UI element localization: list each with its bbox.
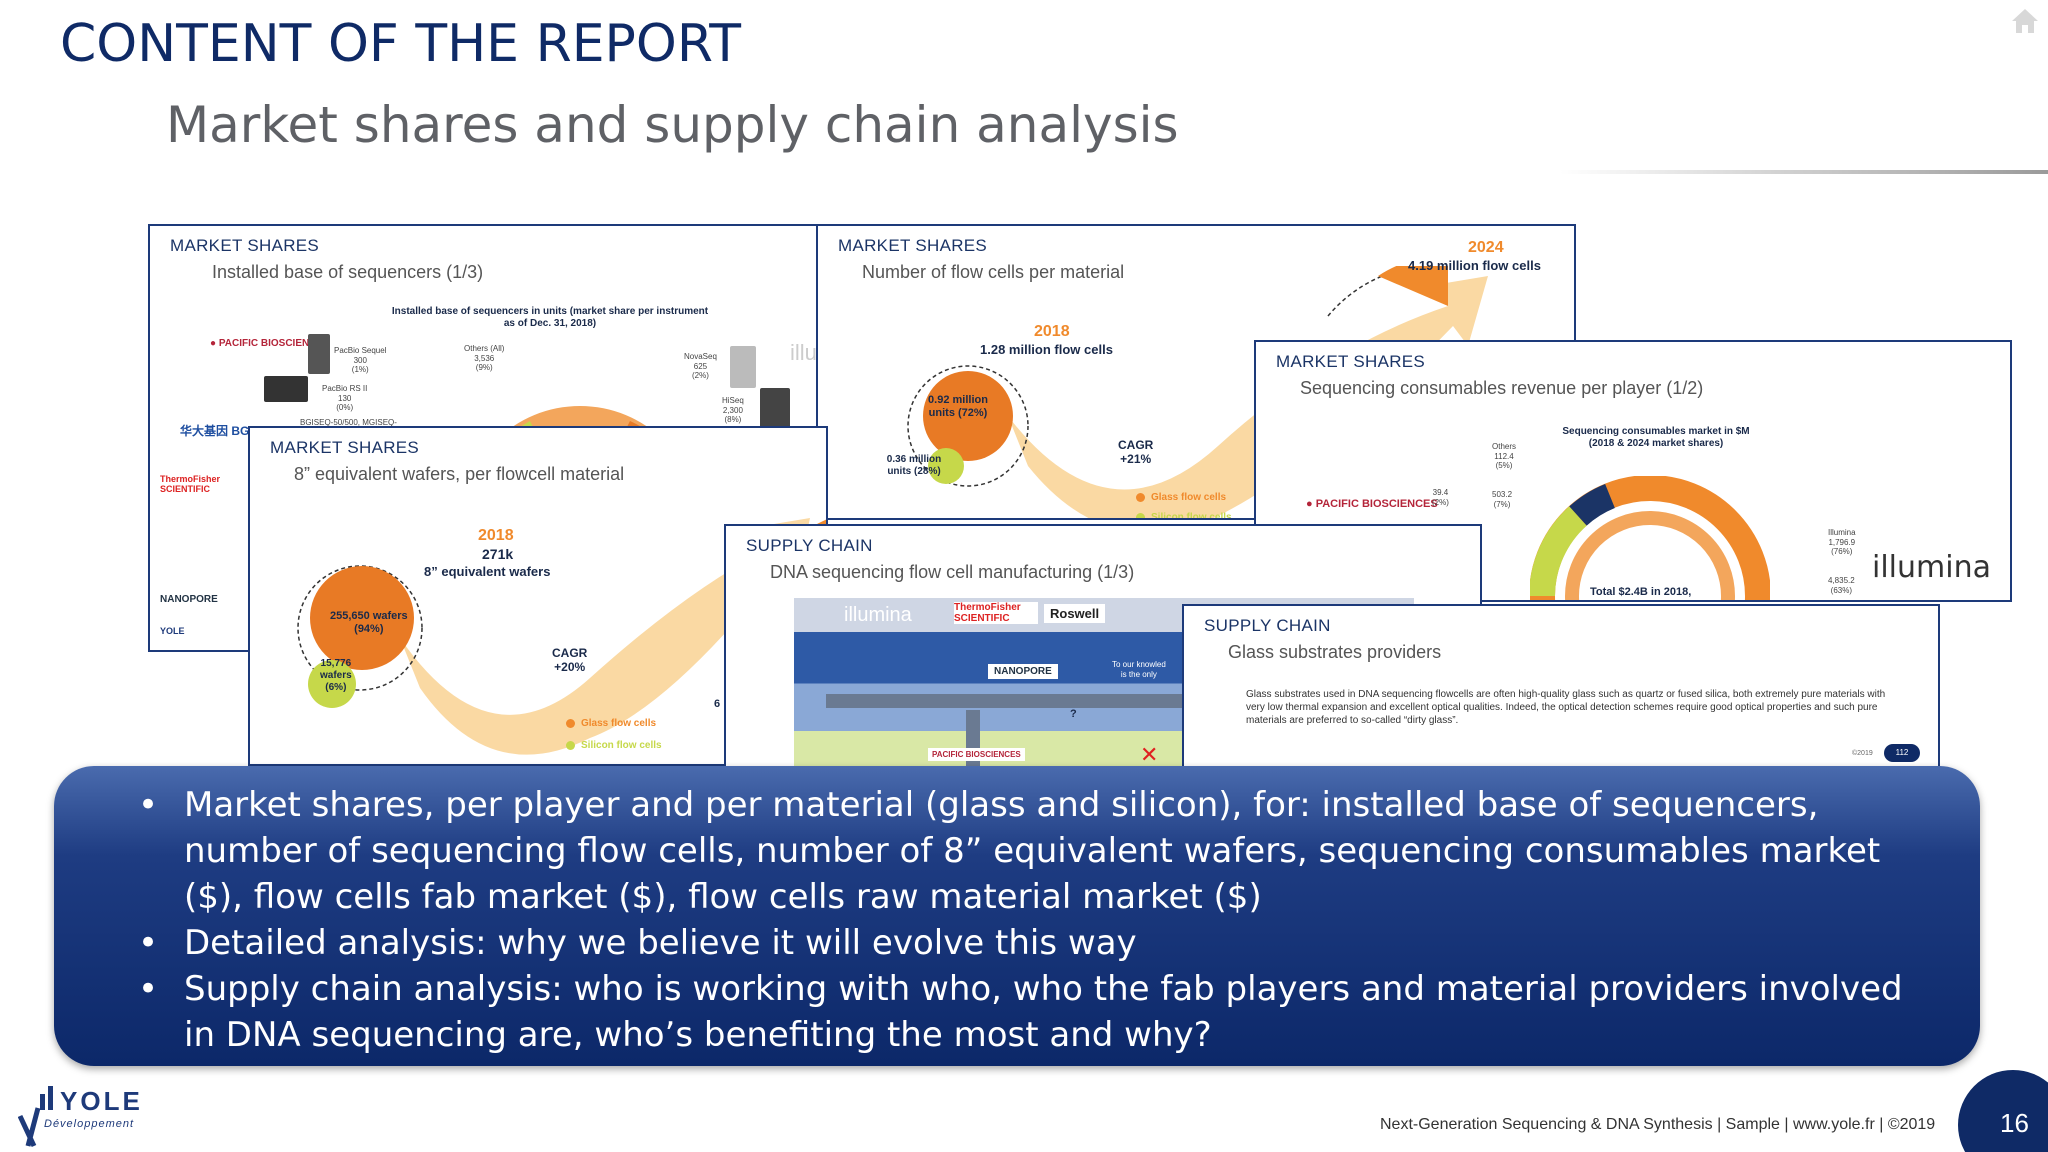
device-image — [264, 376, 308, 402]
thumb-heading: SUPPLY CHAIN — [746, 536, 873, 555]
thermofisher-logo: ThermoFisher SCIENTIFIC — [160, 474, 221, 494]
list-item: •Supply chain analysis: who is working w… — [130, 966, 1920, 1058]
donut-chart — [1530, 476, 1770, 600]
flowcells-2018-total: 1.28 million flow cells — [980, 342, 1113, 357]
glass-body: Glass substrates used in DNA sequencing … — [1246, 689, 1886, 726]
device-image — [308, 334, 330, 374]
decorative-line — [1560, 170, 2048, 174]
label-others-2024: 503.2 (7%) — [1492, 490, 1513, 509]
silicon-share: 0.36 million units (28%) — [886, 454, 942, 477]
thumb-heading: MARKET SHARES — [270, 438, 420, 457]
roswell-logo: Roswell — [1044, 604, 1106, 623]
home-icon[interactable] — [2010, 6, 2040, 36]
year-2018: 2018 — [1034, 323, 1070, 340]
thumb-subtitle: Number of flow cells per material — [862, 262, 1125, 282]
page-title: CONTENT OF THE REPORT — [60, 14, 741, 74]
device-image — [730, 346, 756, 388]
consumables-total: Total $2.4B in 2018, — [1590, 586, 1692, 598]
nanopore-logo: NANOPORE — [988, 664, 1058, 679]
bullet-icon: • — [138, 785, 159, 825]
supply-note: To our knowled is the only — [1112, 660, 1166, 679]
thumb-heading: MARKET SHARES — [170, 236, 320, 255]
illumina-logo: illumina — [844, 604, 912, 626]
legend-glass: Glass flow cells — [1136, 492, 1226, 503]
cagr-label: CAGR +21% — [1118, 438, 1154, 467]
chart-title: Sequencing consumables market in $M (201… — [1562, 426, 1750, 449]
yole-tagline: Développement — [44, 1118, 135, 1130]
label-pacbio-rs: PacBio RS II 130 (0%) — [322, 384, 368, 413]
cagr-label: CAGR +20% — [552, 646, 588, 675]
summary-list: •Market shares, per player and per mater… — [130, 782, 1920, 1058]
summary-box: •Market shares, per player and per mater… — [54, 766, 1980, 1066]
thumb-subtitle: DNA sequencing flow cell manufacturing (… — [770, 562, 1135, 582]
page-number-badge: 16 — [1958, 1070, 2048, 1152]
label-pacbio: 39.4 (2%) — [1432, 488, 1449, 507]
bgi-logo: 华大基因 BGI — [180, 424, 253, 438]
thumb-subtitle: 8” equivalent wafers, per flowcell mater… — [294, 464, 625, 484]
list-item: •Detailed analysis: why we believe it wi… — [130, 920, 1920, 966]
yole-wordmark: YOLE — [60, 1086, 143, 1116]
label-bgiseq: BGISEQ-50/500, MGISEQ- — [300, 418, 397, 427]
page-number: 16 — [2000, 1108, 2029, 1138]
yole-mark-icon — [18, 1086, 53, 1148]
pacbio-logo: ● PACIFIC BIOSCIENCES — [1306, 498, 1438, 510]
thumb-heading: SUPPLY CHAIN — [1204, 616, 1331, 635]
chart-title: Installed base of sequencers in units (m… — [391, 306, 709, 329]
thumb-glass-substrates: SUPPLY CHAIN Glass substrates providers … — [1182, 604, 1940, 768]
nanopore-logo: NANOPORE — [160, 594, 218, 605]
silicon-share: 15,776 wafers (6%) — [320, 658, 352, 693]
label-illumina-2024: 4,835.2 (63%) — [1828, 576, 1855, 595]
yole-small-logo: YOLE — [160, 626, 185, 636]
glass-share: 0.92 million units (72%) — [928, 394, 988, 420]
illumina-logo: illu — [790, 340, 817, 365]
flowcells-2024-total: 4.19 million flow cells — [1408, 258, 1541, 273]
growth-arrow — [907, 266, 1488, 518]
glass-share: 255,650 wafers (94%) — [330, 610, 408, 636]
pacbio-logo: PACIFIC BIOSCIENCES — [928, 748, 1025, 761]
glass-page-num: 112 — [1884, 744, 1920, 762]
label-illumina-2018: Illumina 1,796.9 (76%) — [1828, 528, 1856, 557]
footer-text: Next-Generation Sequencing & DNA Synthes… — [1380, 1116, 1936, 1133]
thumb-subtitle: Glass substrates providers — [1228, 642, 1442, 662]
glass-copyright: ©2019 — [1852, 750, 1873, 757]
thumb-subtitle: Sequencing consumables revenue per playe… — [1300, 378, 1704, 398]
yole-logo: YOLE Développement — [18, 1078, 178, 1148]
label-others: Others (All) 3,536 (9%) — [464, 344, 505, 373]
label-pacbio-sequel: PacBio Sequel 300 (1%) — [334, 346, 387, 375]
year-2018: 2018 — [478, 527, 514, 544]
wafer-unit: 8” equivalent wafers — [424, 564, 551, 579]
page-subtitle: Market shares and supply chain analysis — [166, 96, 1179, 154]
bullet-icon: • — [138, 923, 159, 963]
thumb-heading: MARKET SHARES — [838, 236, 988, 255]
label-hiseq: HiSeq 2,300 (8%) — [722, 396, 744, 425]
wafer-total: 271k — [482, 546, 514, 562]
legend-glass: Glass flow cells — [566, 718, 656, 729]
edge-label: 6 — [714, 698, 721, 710]
year-2024: 2024 — [1468, 239, 1504, 256]
legend-silicon: Silicon flow cells — [1136, 512, 1232, 518]
device-image — [760, 388, 790, 428]
list-item: •Market shares, per player and per mater… — [130, 782, 1920, 920]
legend-silicon: Silicon flow cells — [566, 740, 662, 751]
bullet-icon: • — [138, 969, 159, 1009]
supply-chain-bar — [966, 710, 980, 770]
thumb-subtitle: Installed base of sequencers (1/3) — [212, 262, 484, 282]
pacbio-logo: ● PACIFIC BIOSCIENCES — [210, 338, 330, 349]
thumb-heading: MARKET SHARES — [1276, 352, 1426, 371]
unknown-link: ? — [1070, 708, 1077, 720]
supply-chain-bar — [826, 694, 1246, 708]
cross-icon: ✕ — [1140, 742, 1159, 767]
label-novaseq: NovaSeq 625 (2%) — [684, 352, 717, 381]
thermofisher-logo: ThermoFisher SCIENTIFIC — [954, 602, 1038, 624]
label-others: Others 112.4 (5%) — [1492, 442, 1517, 471]
illumina-logo: illumina — [1872, 550, 1991, 585]
